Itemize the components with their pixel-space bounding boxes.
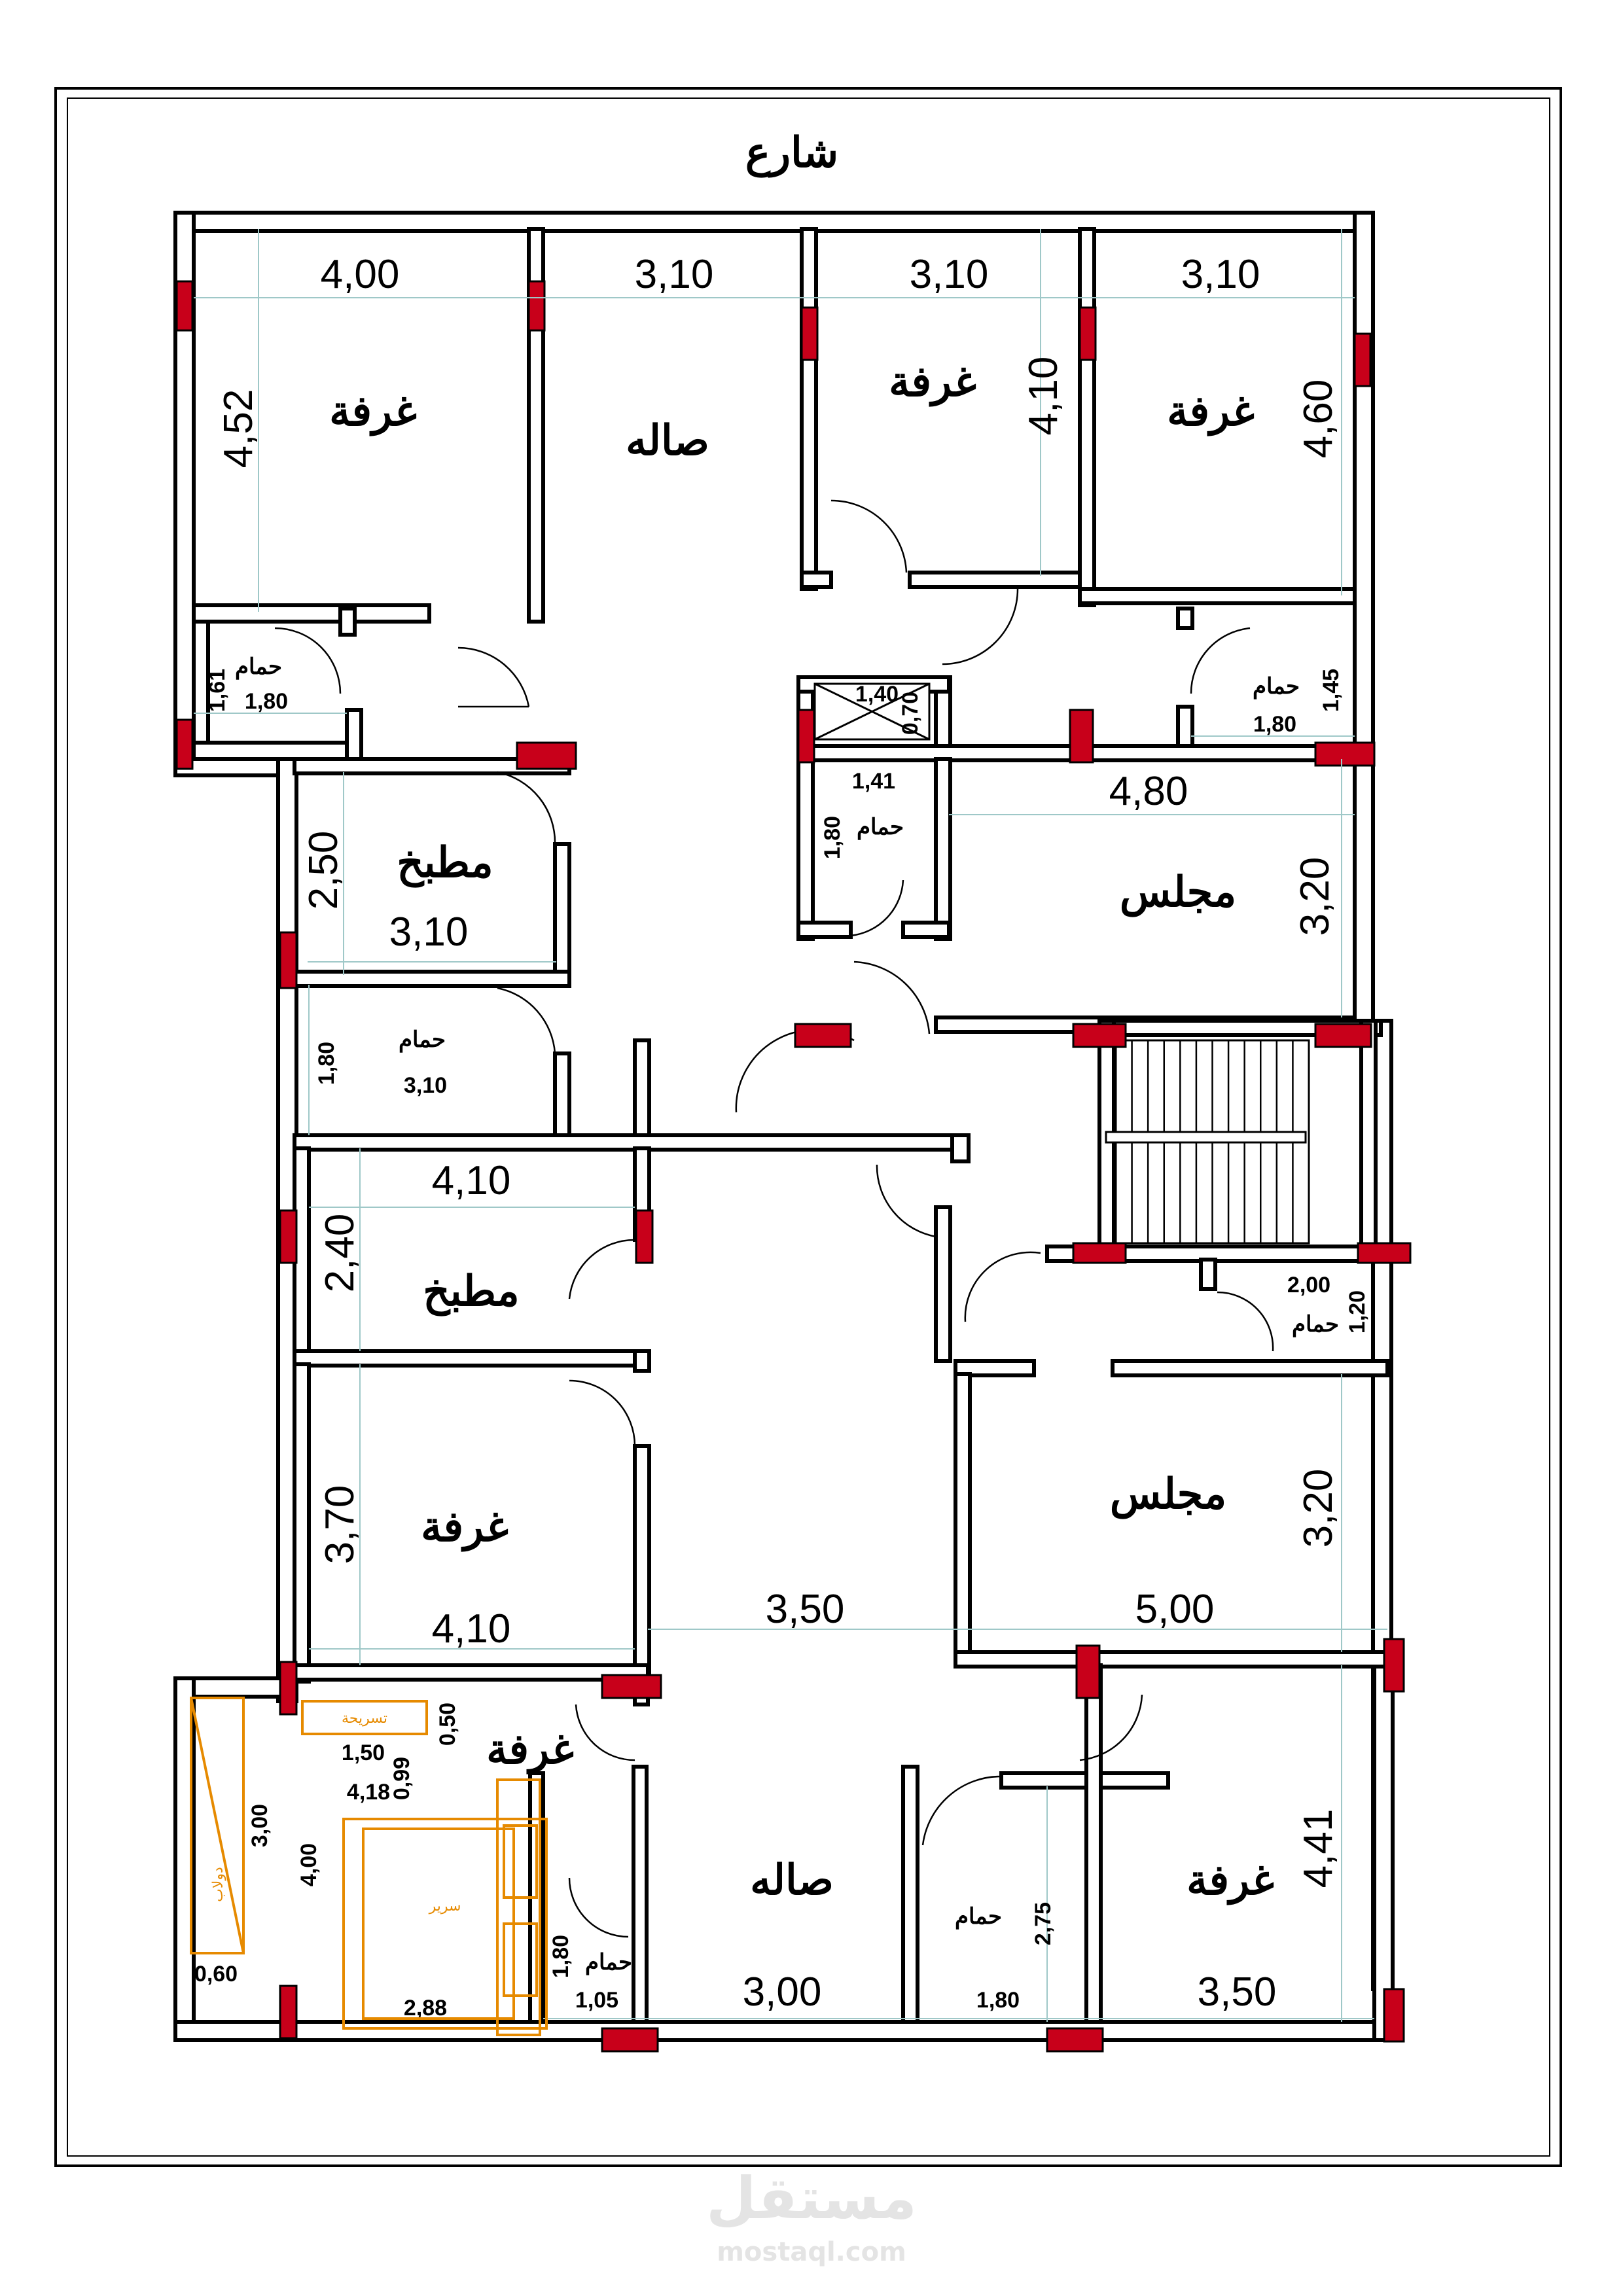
dim-label: 4,10 xyxy=(432,1158,511,1203)
inner-frame xyxy=(67,97,1550,2157)
dim-label: 2,40 xyxy=(317,1214,363,1293)
doors xyxy=(274,499,1274,1938)
dim-label: 0,99 xyxy=(389,1757,414,1800)
dim-label: 3,50 xyxy=(766,1587,845,1632)
street-label: شارع xyxy=(745,128,838,178)
bed-label: سرير xyxy=(429,1898,461,1915)
watermark-logo: مستقل xyxy=(706,2164,917,2232)
dim-label: 1,61 xyxy=(205,669,230,712)
watermark-url: mostaql.com xyxy=(717,2237,906,2267)
dim-label: 3,50 xyxy=(1198,1969,1277,2015)
dimension-lines xyxy=(194,229,1387,2022)
room-label-kitchen-2: مطبخ xyxy=(423,1267,519,1316)
staircase xyxy=(1105,1039,1310,1245)
dim-label: 0,50 xyxy=(435,1703,460,1746)
watermark: مستقل mostaql.com xyxy=(706,2164,917,2267)
room-label-bedroom-br: غرفة xyxy=(1186,1856,1274,1905)
dim-label: 1,80 xyxy=(548,1935,573,1978)
pillow xyxy=(503,1824,538,1899)
dim-label: 3,20 xyxy=(1296,1469,1341,1548)
room-label-bath-tr: حمام xyxy=(1253,673,1300,699)
wardrobe-label: دولاب xyxy=(210,1867,226,1902)
dim-label: 4,10 xyxy=(1021,357,1066,436)
room-label-bath-tl: حمام xyxy=(235,654,282,680)
dim-label: 4,00 xyxy=(296,1843,321,1886)
dim-label: 1,45 xyxy=(1319,669,1344,712)
dresser-label: تسريحة xyxy=(342,1710,387,1727)
dim-label: 4,80 xyxy=(1109,769,1188,814)
room-labels: غرفة صاله غرفة غرفة حمام حمام حمام مطبخ … xyxy=(235,357,1339,1975)
dim-label: 1,80 xyxy=(1253,712,1296,737)
room-label-kitchen-1: مطبخ xyxy=(397,838,493,888)
dim-label: 3,10 xyxy=(1181,252,1260,297)
dim-label: 3,00 xyxy=(247,1804,272,1847)
room-label-hall-bottom: صاله xyxy=(750,1856,834,1905)
dim-label: 2,50 xyxy=(301,831,346,910)
windows xyxy=(175,280,1412,2053)
room-label-bath-left: حمام xyxy=(399,1027,446,1053)
dim-label: 4,60 xyxy=(1296,380,1341,459)
dim-label: 4,10 xyxy=(432,1606,511,1651)
dim-label: 4,18 xyxy=(347,1780,390,1805)
dim-label: 1,80 xyxy=(976,1988,1020,2013)
room-label-hall-top: صاله xyxy=(626,416,709,465)
dim-label: 1,80 xyxy=(820,816,845,859)
dim-label: 3,20 xyxy=(1293,857,1338,936)
room-label-bath-mid: حمام xyxy=(857,814,904,840)
room-label-bedroom-tl: غرفة xyxy=(329,387,417,436)
dim-label: 1,20 xyxy=(1345,1290,1370,1333)
pillow xyxy=(503,1922,538,1997)
dim-label: 1,40 xyxy=(855,682,899,707)
dim-label: 1,50 xyxy=(342,1740,385,1765)
dim-label: 2,88 xyxy=(404,1996,447,2021)
room-label-bath-stair: حمام xyxy=(1292,1311,1339,1337)
dimension-labels: 4,00 3,10 3,10 3,10 4,52 4,10 4,60 1,61 … xyxy=(194,252,1370,2021)
bed xyxy=(342,1818,548,2030)
room-label-bedroom-bl: غرفة xyxy=(486,1725,574,1775)
room-label-bedroom-t2: غرفة xyxy=(889,357,976,407)
room-label-majlis-2: مجلس xyxy=(1110,1470,1226,1519)
wardrobe xyxy=(190,1697,245,1954)
dim-label: 1,05 xyxy=(575,1988,618,2013)
dim-label: 3,00 xyxy=(743,1969,822,2015)
dim-label: 4,00 xyxy=(321,252,400,297)
room-label-bath-br: حمام xyxy=(955,1903,1002,1930)
room-label-bedroom-tr: غرفة xyxy=(1167,387,1255,436)
room-label-bath-bottom: حمام xyxy=(585,1949,632,1975)
dim-label: 0,60 xyxy=(194,1962,238,1987)
room-label-majlis-1: مجلس xyxy=(1120,868,1236,917)
furniture: دولاب تسريحة سرير xyxy=(190,1697,548,2036)
dim-label: 0,70 xyxy=(898,692,923,735)
outer-frame xyxy=(54,87,1562,2167)
dim-label: 1,80 xyxy=(245,689,288,714)
dim-label: 3,70 xyxy=(317,1485,363,1564)
dim-label: 3,10 xyxy=(910,252,989,297)
dim-label: 4,41 xyxy=(1296,1809,1341,1888)
dim-label: 1,41 xyxy=(852,769,895,794)
dim-label: 3,10 xyxy=(635,252,714,297)
dim-label: 3,10 xyxy=(404,1073,447,1098)
dresser xyxy=(301,1700,428,1735)
dim-label: 3,10 xyxy=(389,910,469,955)
dim-label: 2,00 xyxy=(1287,1273,1330,1298)
dim-label: 4,52 xyxy=(216,389,261,468)
bed-headboard xyxy=(496,1778,541,2036)
dim-label: 5,00 xyxy=(1135,1587,1215,1632)
room-label-bedroom-ml: غرفة xyxy=(421,1502,508,1552)
dim-label: 2,75 xyxy=(1031,1902,1056,1945)
dim-label: 1,80 xyxy=(314,1042,339,1085)
